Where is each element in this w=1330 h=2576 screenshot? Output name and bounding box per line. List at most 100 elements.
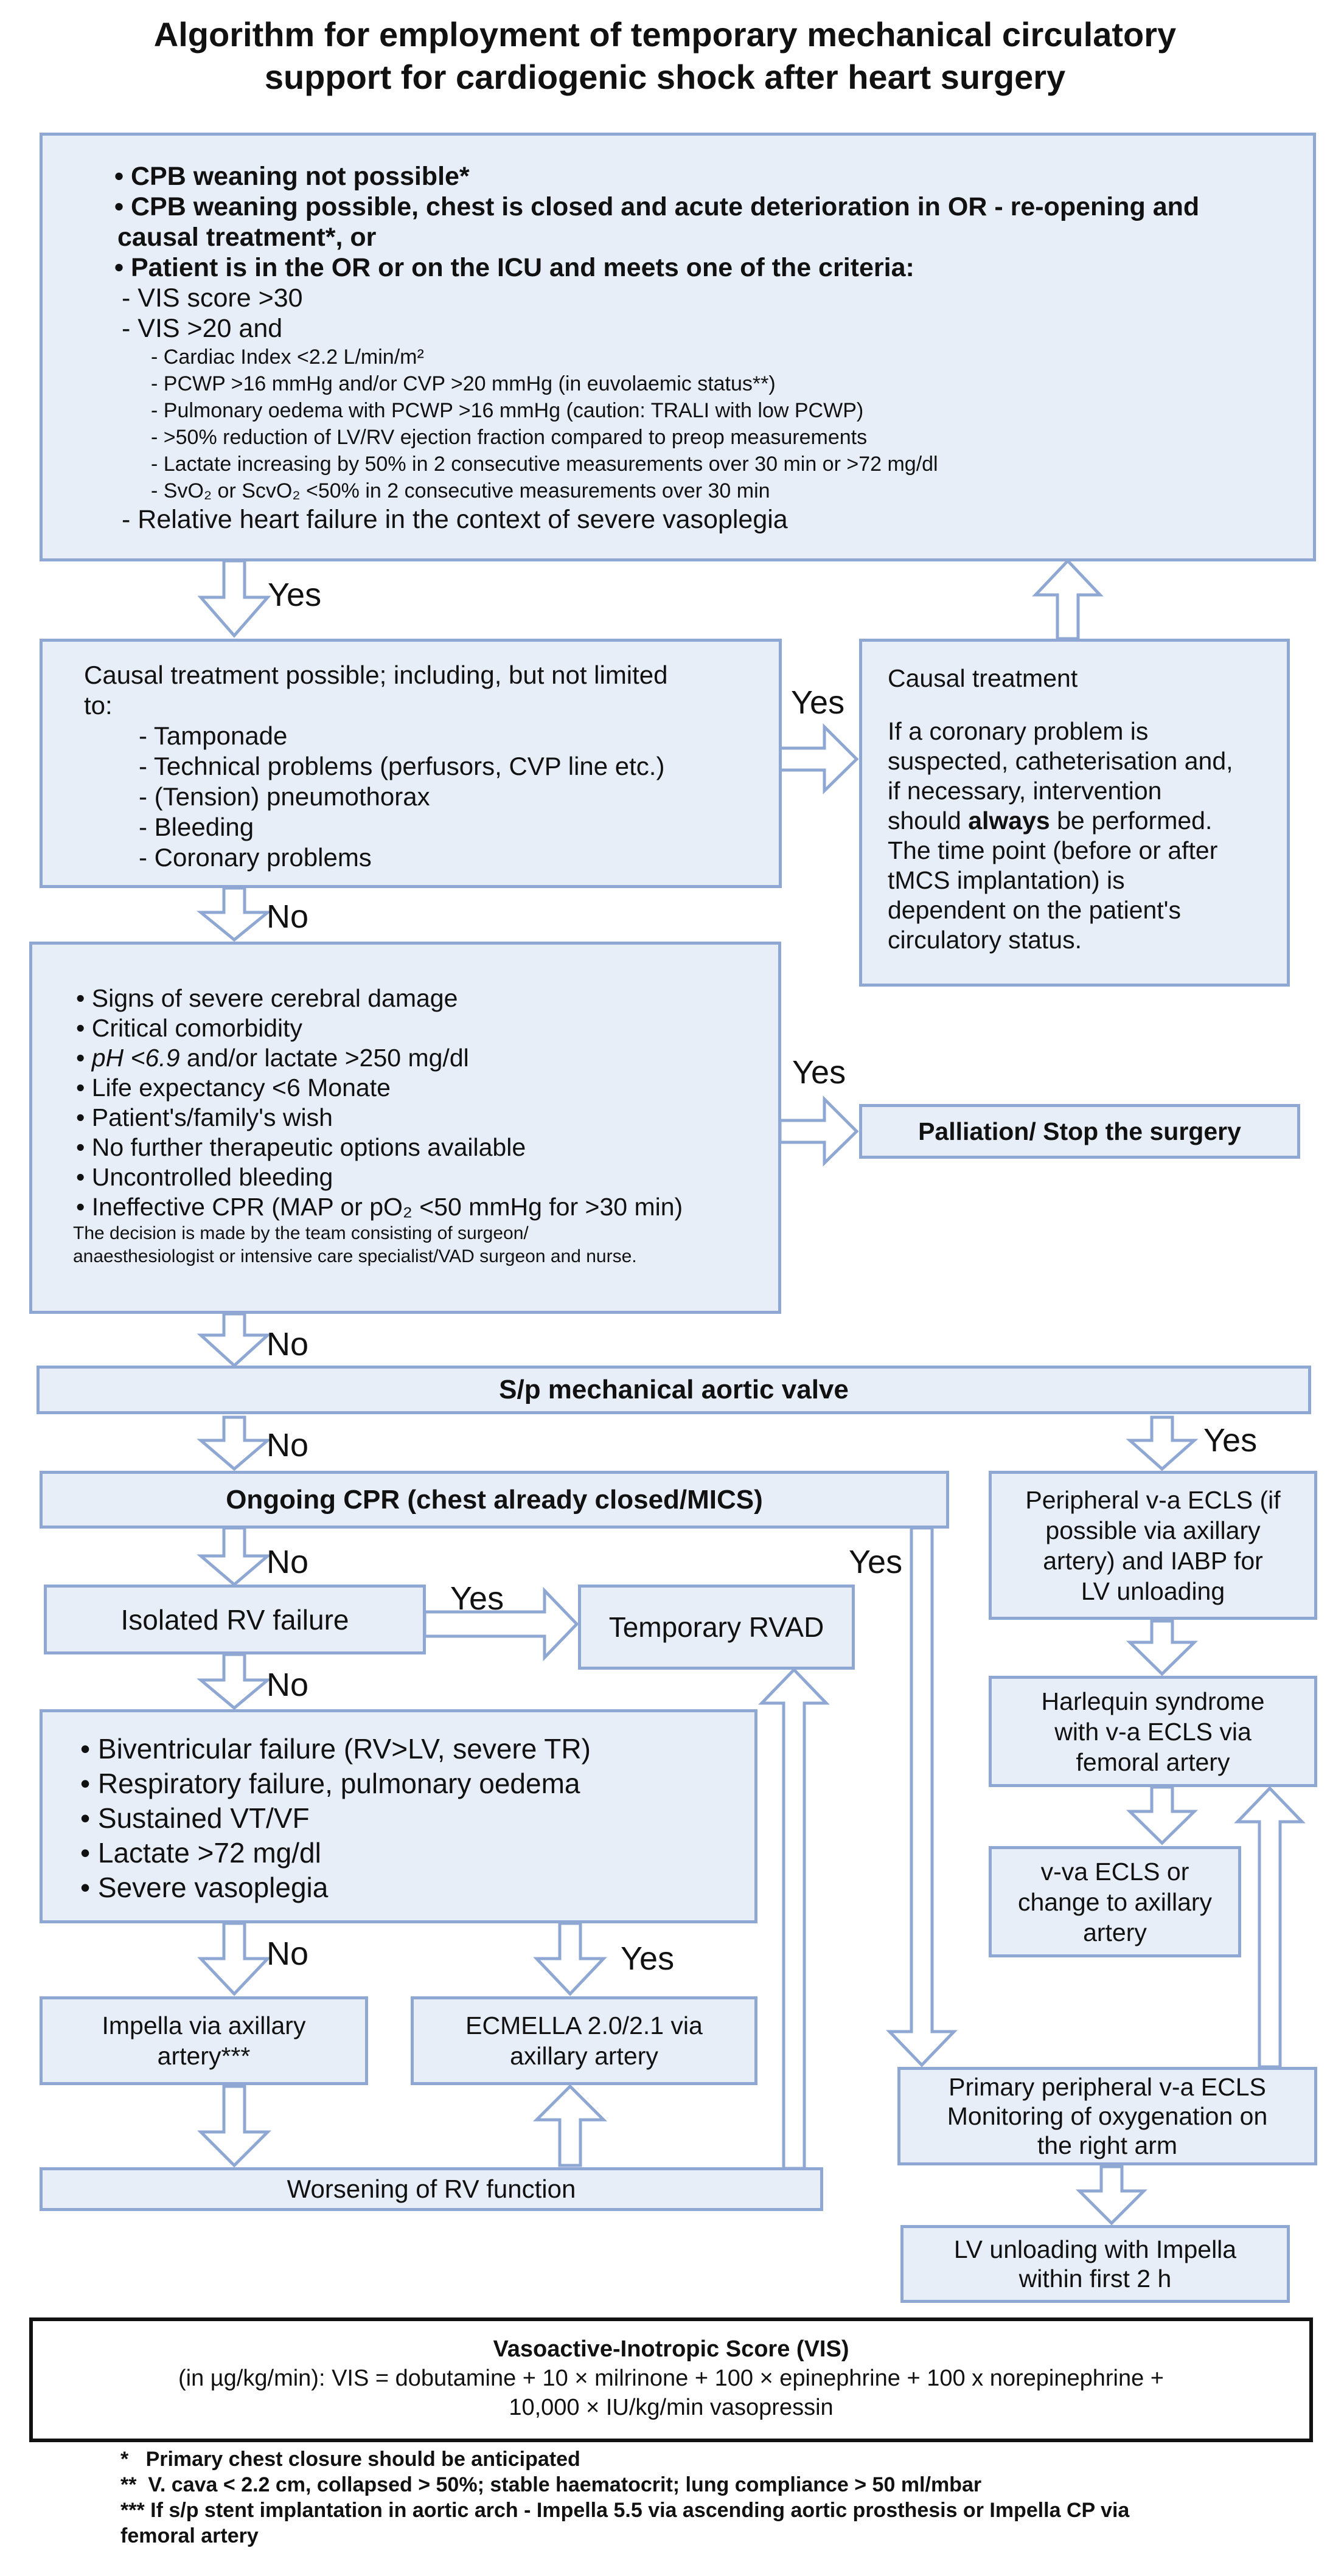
criteria-sub-cardiac-index: - Cardiac Index <2.2 L/min/m² (151, 345, 424, 369)
primary-line-1: Primary peripheral v-a ECLS (949, 2073, 1266, 2101)
contra-life-expectancy: • Life expectancy <6 Monate (76, 1074, 391, 1102)
label-yes-cpr: Yes (849, 1544, 903, 1580)
worsening-rv-label: Worsening of RV function (287, 2175, 576, 2203)
arrow-down-aortic-left (197, 1415, 272, 1471)
peripheral-line-1: Peripheral v-a ECLS (if (1025, 1485, 1281, 1514)
primary-line-3: the right arm (1037, 2131, 1178, 2159)
peripheral-line-3: artery) and IABP for (1043, 1546, 1263, 1575)
vva-line-3: artery (1083, 1918, 1147, 1946)
primary-ecls-box: Primary peripheral v-a ECLS Monitoring o… (897, 2067, 1317, 2165)
label-no-causal: No (266, 898, 309, 935)
arrow-up-primary-harlequin (1234, 1786, 1306, 2069)
arrow-up-worsening-ecmella (532, 2084, 608, 2167)
lv-unloading-line-2: within first 2 h (1018, 2265, 1172, 2293)
causal-possible-line-2: to: (84, 691, 113, 720)
aortic-valve-box: S/p mechanical aortic valve (37, 1366, 1311, 1414)
arrow-down-aortic-right (1126, 1415, 1199, 1471)
arrow-down-cpr-primary (886, 1526, 958, 2067)
criteria-sub-svo2: - SvO₂ or ScvO₂ <50% in 2 consecutive me… (151, 479, 770, 502)
criteria-relative-heart-failure: - Relative heart failure in the context … (122, 505, 788, 534)
vva-ecls-box: v-va ECLS or change to axillary artery (989, 1846, 1241, 1957)
contra-patient-wish: • Patient's/family's wish (76, 1103, 333, 1131)
arrow-down-harlequin (1126, 1785, 1199, 1845)
harlequin-line-1: Harlequin syndrome (1041, 1687, 1265, 1715)
temporary-rvad-label: Temporary RVAD (608, 1611, 824, 1643)
contra-comorbidity: • Critical comorbidity (76, 1014, 303, 1042)
label-yes-criteria: Yes (268, 577, 322, 613)
palliation-box: Palliation/ Stop the surgery (859, 1104, 1300, 1159)
palliation-label: Palliation/ Stop the surgery (918, 1117, 1241, 1145)
impella-box: Impella via axillary artery*** (40, 1996, 368, 2085)
contra-ph: pH <6.9 (91, 1044, 180, 1072)
harlequin-line-2: with v-a ECLS via (1054, 1717, 1252, 1746)
biventricular-box: • Biventricular failure (RV>LV, severe T… (40, 1709, 757, 1923)
causal-treatment-heading: Causal treatment (888, 664, 1078, 692)
causal-treatment-always: always (968, 807, 1050, 835)
bi-vasoplegia: • Severe vasoplegia (80, 1872, 329, 1903)
causal-treatment-box: Causal treatment If a coronary problem i… (859, 639, 1290, 987)
lv-unloading-box: LV unloading with Impella within first 2… (900, 2225, 1290, 2303)
causal-possible-line-1: Causal treatment possible; including, bu… (84, 661, 668, 689)
label-no-cpr: No (266, 1544, 309, 1580)
title-line-2: support for cardiogenic shock after hear… (264, 58, 1066, 96)
footnotes: * Primary chest closure should be antici… (120, 2446, 1129, 2549)
vis-formula-line-2: 10,000 × IU/kg/min vasopressin (509, 2395, 834, 2420)
causal-item-bleeding: - Bleeding (139, 813, 254, 841)
harlequin-box: Harlequin syndrome with v-a ECLS via fem… (989, 1676, 1317, 1787)
arrow-up-worsening-rvad (758, 1667, 830, 2170)
criteria-sub-ejection-fraction: - >50% reduction of LV/RV ejection fract… (151, 426, 868, 449)
causal-item-pneumothorax: - (Tension) pneumothorax (139, 782, 430, 811)
criteria-bullet-patient-or-icu: • Patient is in the OR or on the ICU and… (114, 253, 914, 282)
contra-uncontrolled-bleeding: • Uncontrolled bleeding (76, 1163, 333, 1191)
criteria-vis-30: - VIS score >30 (122, 283, 303, 313)
causal-treatment-line-7: dependent on the patient's (888, 896, 1182, 924)
criteria-bullet-cpb-not-possible: • CPB weaning not possible* (114, 162, 470, 191)
label-yes-causal: Yes (791, 684, 845, 721)
criteria-bullet-cpb-possible: • CPB weaning possible, chest is closed … (114, 192, 1200, 221)
causal-treatment-line-8: circulatory status. (888, 926, 1082, 954)
label-yes-bi: Yes (621, 1940, 675, 1977)
label-no-contra: No (266, 1326, 309, 1363)
vis-box: Vasoactive-Inotropic Score (VIS) (in µg/… (29, 2317, 1313, 2442)
arrow-down-contra (197, 1312, 272, 1368)
lv-unloading-line-1: LV unloading with Impella (953, 2235, 1237, 2263)
arrow-down-cpr (197, 1526, 272, 1587)
bi-lactate: • Lactate >72 mg/dl (80, 1837, 321, 1869)
arrow-down-criteria (197, 559, 271, 638)
diagram-title: Algorithm for employment of temporary me… (0, 13, 1330, 99)
label-yes-aortic: Yes (1203, 1422, 1258, 1459)
causal-treatment-line-4: should always be performed. (888, 806, 1287, 836)
ongoing-cpr-label: Ongoing CPR (chest already closed/MICS) (226, 1484, 763, 1515)
causal-treatment-be-performed: be performed. (1050, 807, 1213, 835)
worsening-rv-box: Worsening of RV function (40, 2167, 823, 2211)
contra-ph-lactate: • pH <6.9 and/or lactate >250 mg/dl (76, 1044, 469, 1072)
causal-treatment-line-5: The time point (before or after (888, 836, 1218, 864)
criteria-sub-pcwp: - PCWP >16 mmHg and/or CVP >20 mmHg (in … (151, 372, 776, 395)
criteria-bullet-cpb-possible-cont: causal treatment*, or (117, 223, 377, 252)
vis-formula-line-1: (in µg/kg/min): VIS = dobutamine + 10 × … (178, 2366, 1164, 2391)
vva-line-2: change to axillary (1017, 1887, 1213, 1916)
arrow-right-causal (778, 723, 859, 794)
vis-title: Vasoactive-Inotropic Score (VIS) (493, 2336, 849, 2362)
isolated-rv-label: Isolated RV failure (120, 1603, 349, 1636)
contra-ph-rest: and/or lactate >250 mg/dl (179, 1044, 469, 1072)
arrow-down-causal (196, 886, 273, 942)
peripheral-ecls-box: Peripheral v-a ECLS (if possible via axi… (989, 1471, 1317, 1620)
contra-ineffective-cpr: • Ineffective CPR (MAP or pO₂ <50 mmHg f… (76, 1193, 683, 1221)
causal-treatment-line-3: if necessary, intervention (888, 777, 1162, 805)
arrow-down-peripheral (1126, 1619, 1199, 1676)
contraindications-box: • Signs of severe cerebral damage • Crit… (29, 942, 781, 1314)
aortic-valve-label: S/p mechanical aortic valve (499, 1375, 849, 1404)
bi-biventricular-failure: • Biventricular failure (RV>LV, severe T… (80, 1733, 591, 1765)
contra-note-1: The decision is made by the team consist… (73, 1223, 529, 1243)
causal-treatment-line-2: suspected, catheterisation and, (888, 747, 1233, 775)
causal-treatment-line-1: If a coronary problem is (888, 717, 1149, 745)
label-no-isolated: No (266, 1667, 309, 1703)
arrow-right-palliation (778, 1095, 859, 1167)
criteria-sub-pulmonary-oedema: - Pulmonary oedema with PCWP >16 mmHg (c… (151, 399, 864, 422)
label-yes-isolated: Yes (450, 1580, 504, 1617)
criteria-vis-20: - VIS >20 and (122, 314, 283, 343)
footnote-2: ** V. cava < 2.2 cm, collapsed > 50%; st… (120, 2473, 982, 2496)
arrow-up-causal-treatment (1032, 558, 1104, 641)
